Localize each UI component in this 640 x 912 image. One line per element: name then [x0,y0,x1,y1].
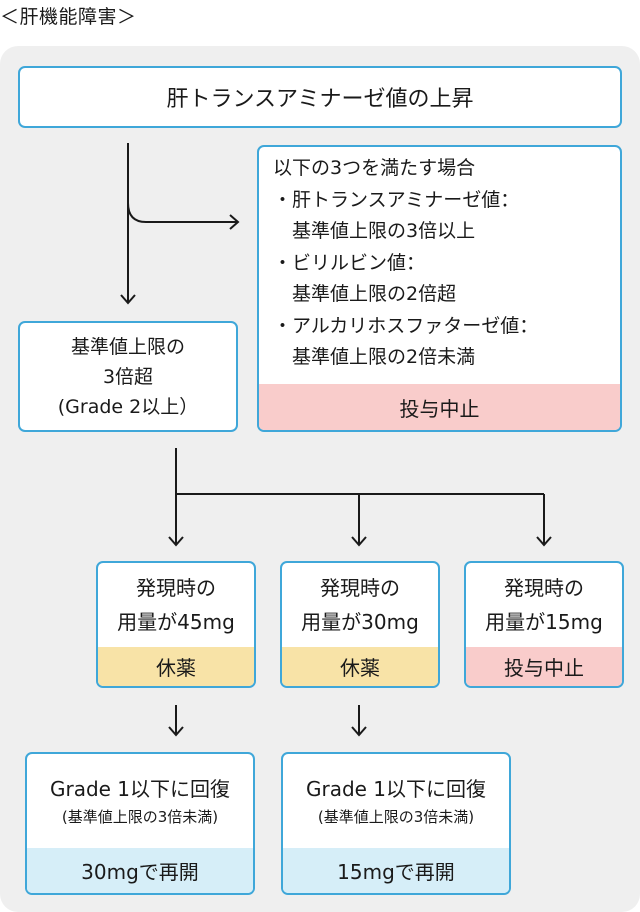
connector-line [127,202,238,223]
threshold-line: 3倍超 [102,365,154,388]
recovery-box-15mg: Grade 1以下に回復 (基準値上限の3倍未満) 15mgで再開 [281,752,511,895]
trigger-box: 肝トランスアミナーゼ値の上昇 [18,66,622,128]
arrow-head [229,214,240,230]
recovery-note: (基準値上限の3倍未満) [61,808,219,826]
dose-line: 発現時の [320,576,400,600]
condition-line: 以下の3つを満たす場合 [273,157,476,179]
threshold-box: 基準値上限の 3倍超 (Grade 2以上） [18,321,238,432]
condition-line: ・ビリルビン値： [273,251,426,274]
arrow-head [168,536,184,547]
hold-band: 休薬 [98,647,254,686]
resume-band: 15mgで再開 [283,848,509,893]
dose-line: 用量が15mg [485,610,603,634]
recovery-line: Grade 1以下に回復 [49,777,231,801]
condition-line: 基準値上限の3倍以上 [273,220,476,242]
arrow-head [351,536,367,547]
arrow-head [120,294,136,305]
dose-line: 発現時の [504,576,584,600]
stop-band: 投与中止 [466,647,622,686]
recovery-box-30mg: Grade 1以下に回復 (基準値上限の3倍未満) 30mgで再開 [25,752,255,895]
resume-band: 30mgで再開 [27,848,253,893]
stop-band: 投与中止 [259,384,620,430]
dose-line: 用量が30mg [301,610,419,634]
threshold-line: (Grade 2以上） [57,395,199,418]
recovery-note: (基準値上限の3倍未満) [317,808,475,826]
page-title: ＜肝機能障害＞ [0,6,137,28]
hold-band: 休薬 [282,647,438,686]
dose-line: 用量が45mg [117,610,235,634]
arrow-head [168,726,184,737]
dose-box-15mg: 発現時の 用量が15mg 投与中止 [464,561,624,688]
condition-line: ・アルカリホスファターゼ値： [273,314,539,337]
arrow-head [351,726,367,737]
condition-box: 以下の3つを満たす場合 ・肝トランスアミナーゼ値： 基準値上限の3倍以上 ・ビリ… [257,145,622,432]
trigger-label: 肝トランスアミナーゼ値の上昇 [166,87,474,112]
condition-line: 基準値上限の2倍未満 [273,346,476,368]
threshold-line: 基準値上限の [70,335,185,358]
dose-box-45mg: 発現時の 用量が45mg 休薬 [96,561,256,688]
recovery-line: Grade 1以下に回復 [305,777,487,801]
condition-line: ・肝トランスアミナーゼ値： [273,188,520,211]
dose-box-30mg: 発現時の 用量が30mg 休薬 [280,561,440,688]
condition-line: 基準値上限の2倍超 [273,283,457,305]
arrow-head [536,536,552,547]
dose-line: 発現時の [136,576,216,600]
